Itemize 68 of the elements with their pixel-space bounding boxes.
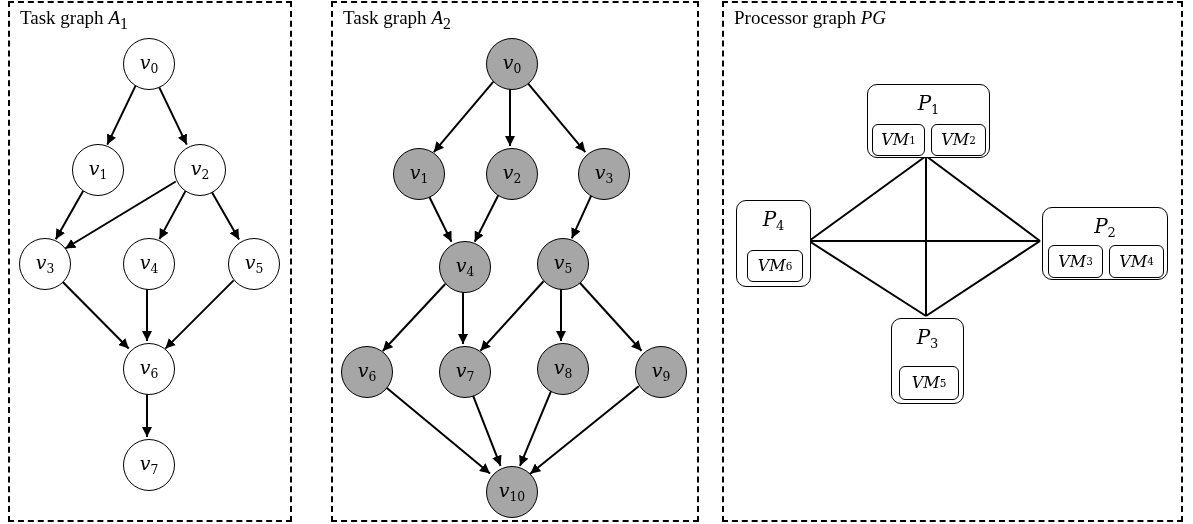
task-label: v$_{8}$ <box>553 357 573 380</box>
arrow <box>577 280 643 352</box>
task-node-circle <box>486 466 538 518</box>
dashed-panel <box>331 1 699 522</box>
processor-box <box>867 84 990 158</box>
task-node-circle <box>228 238 280 290</box>
task-label: v$_{3}$ <box>35 252 55 275</box>
processor-label: P$_{4}$ <box>761 209 786 232</box>
task-node-circle <box>72 144 124 196</box>
arrow <box>518 390 553 467</box>
task-label: v$_{2}$ <box>190 158 210 181</box>
task-label: v$_{0}$ <box>139 52 159 75</box>
task-label: v$_{5}$ <box>244 252 264 275</box>
task-node-circle <box>123 439 175 491</box>
task-node-circle <box>578 148 630 200</box>
task-node-circle <box>123 38 175 90</box>
task-node-circle <box>486 148 538 200</box>
task-label: v$_{5}$ <box>553 252 573 275</box>
arrow <box>164 279 235 350</box>
arrow <box>158 189 187 241</box>
arrow <box>64 180 177 250</box>
task-node-circle <box>537 343 589 395</box>
task-label: v$_{4}$ <box>139 252 159 275</box>
task-node-circle <box>123 343 175 395</box>
connector-line <box>925 240 1041 317</box>
dashed-panel <box>722 1 1183 522</box>
task-label: v$_{0}$ <box>502 52 522 75</box>
arrow <box>106 84 137 146</box>
panel-title: Task graph A$_{2}$ <box>343 7 451 33</box>
task-label: v$_{2}$ <box>502 162 522 185</box>
task-label: v$_{1}$ <box>88 158 108 181</box>
task-node-circle <box>123 238 175 290</box>
arrow <box>60 279 130 350</box>
processor-box <box>1042 207 1168 280</box>
task-label: v$_{3}$ <box>594 162 614 185</box>
processor-label: P$_{2}$ <box>1093 216 1117 239</box>
arrow <box>54 189 85 241</box>
task-label: v$_{7}$ <box>455 360 475 383</box>
task-node-circle <box>439 241 491 293</box>
arrow <box>384 385 491 475</box>
arrow <box>479 280 545 352</box>
dashed-panel <box>8 1 292 522</box>
task-node-circle <box>341 346 393 398</box>
arrow <box>432 80 495 154</box>
processor-box <box>891 318 964 404</box>
processor-box <box>736 200 811 287</box>
task-label: v$_{6}$ <box>139 357 159 380</box>
task-node-circle <box>439 346 491 398</box>
processor-label: P$_{3}$ <box>915 327 940 350</box>
task-node-circle <box>393 148 445 200</box>
task-node-circle <box>486 38 538 90</box>
arrow <box>570 194 593 240</box>
panel-title: Processor graph PG <box>734 7 886 29</box>
task-label: v$_{4}$ <box>455 255 475 278</box>
processor-label: P$_{1}$ <box>916 93 941 116</box>
panel-title: Task graph A$_{1}$ <box>20 7 128 33</box>
task-label: v$_{1}$ <box>409 162 429 185</box>
task-label: v$_{10}$ <box>498 480 526 503</box>
task-node-circle <box>174 144 226 196</box>
arrow <box>381 283 447 352</box>
arrow <box>529 385 640 475</box>
task-node-circle <box>537 238 589 290</box>
task-label: v$_{7}$ <box>139 453 159 476</box>
task-node-circle <box>19 238 71 290</box>
task-label: v$_{9}$ <box>651 360 671 383</box>
task-node-circle <box>635 346 687 398</box>
task-label: v$_{6}$ <box>357 360 377 383</box>
arrow <box>473 194 500 243</box>
